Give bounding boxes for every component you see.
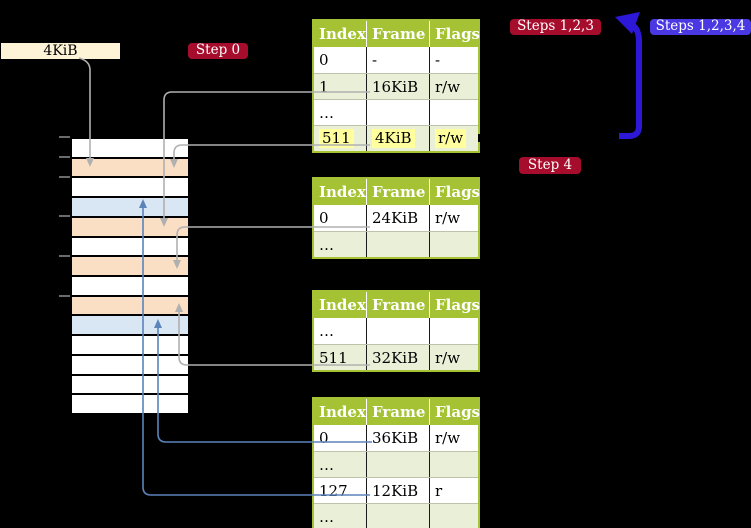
recursive-loop-arrow <box>615 12 642 139</box>
table-cell <box>429 318 478 344</box>
table-row: … <box>314 451 478 477</box>
memory-frame-row-white <box>72 275 188 295</box>
table-cell: 4KiB <box>366 126 429 151</box>
memory-frame-row-peach <box>72 294 188 315</box>
memory-address-ticks <box>59 136 70 297</box>
column-header-flags: Flags <box>429 21 480 47</box>
table-row: 511 4KiB r/w <box>314 125 478 151</box>
table-cell: r/w <box>429 345 478 370</box>
column-header-index: Index <box>319 25 366 43</box>
physical-memory-strip <box>70 137 190 415</box>
table-cell: … <box>319 455 334 474</box>
column-header-index: Index <box>319 183 366 201</box>
memory-frame-row-blue <box>72 314 188 335</box>
table-row: … <box>314 231 478 257</box>
table-cell: 127 <box>319 481 348 500</box>
table-cell <box>366 318 429 344</box>
table-cell <box>429 452 478 477</box>
table-cell: - <box>429 47 478 73</box>
table-cell <box>366 100 429 125</box>
highlighted-value: 511 <box>319 129 354 148</box>
table-cell: 0 <box>319 209 329 227</box>
table-cell: r/w <box>429 74 478 99</box>
table-cell: r/w <box>429 425 478 451</box>
column-header-frame: Frame <box>366 399 429 425</box>
table-cell: … <box>319 507 334 526</box>
memory-frame-row-white <box>72 334 188 354</box>
memory-frame-row-white <box>72 373 188 394</box>
steps-1-2-3-4-badge: Steps 1,2,3,4 <box>650 19 751 35</box>
highlighted-value: r/w <box>435 129 467 148</box>
highlighted-value: 4KiB <box>372 129 415 148</box>
table-cell: r/w <box>429 205 478 231</box>
table-cell: 24KiB <box>366 205 429 231</box>
table-cell: 511 <box>319 348 348 367</box>
steps-1-2-3-badge: Steps 1,2,3 <box>510 19 601 35</box>
column-header-flags: Flags <box>429 399 480 425</box>
table-cell <box>429 100 478 125</box>
memory-frame-row-peach <box>72 215 188 236</box>
table-cell: 16KiB <box>366 74 429 99</box>
table-cell: - <box>366 47 429 73</box>
table-cell: r/w <box>429 126 478 151</box>
table-cell <box>366 452 429 477</box>
table-cell: 32KiB <box>366 345 429 370</box>
memory-frame-row-white <box>72 393 188 414</box>
column-header-index: Index <box>319 296 366 314</box>
step-4-badge: Step 4 <box>519 157 581 174</box>
memory-frame-row-white <box>72 139 188 157</box>
table-cell: 511 <box>314 126 366 151</box>
table-cell <box>429 232 478 257</box>
table-cell: … <box>319 103 334 122</box>
table-row: … <box>314 503 478 528</box>
table-cell <box>366 232 429 257</box>
table-cell: 36KiB <box>366 425 429 451</box>
page-size-label: 4KiB <box>1 43 120 59</box>
table-cell: 0 <box>319 429 329 447</box>
table-row: … <box>314 318 478 344</box>
column-header-flags: Flags <box>429 292 480 318</box>
column-header-frame: Frame <box>366 21 429 47</box>
table-cell: r <box>429 478 478 503</box>
memory-frame-row-white <box>72 176 188 197</box>
memory-frame-row-white <box>72 235 188 256</box>
memory-frame-row-peach <box>72 156 188 177</box>
memory-frame-row-peach <box>72 255 188 276</box>
table-cell <box>366 504 429 528</box>
column-header-frame: Frame <box>366 292 429 318</box>
table-row: … <box>314 99 478 125</box>
table-row: 0 -- <box>314 47 478 73</box>
step-0-badge: Step 0 <box>188 43 248 59</box>
column-header-frame: Frame <box>366 179 429 205</box>
table-cell: 12KiB <box>366 478 429 503</box>
memory-frame-row-white <box>72 353 188 374</box>
column-header-index: Index <box>319 403 366 421</box>
table-cell: 0 <box>319 51 329 69</box>
table-cell: … <box>319 322 334 340</box>
table-cell <box>429 504 478 528</box>
table-cell: 1 <box>319 77 329 96</box>
memory-frame-row-blue <box>72 196 188 216</box>
column-header-flags: Flags <box>429 179 480 205</box>
table-cell: … <box>319 235 334 254</box>
